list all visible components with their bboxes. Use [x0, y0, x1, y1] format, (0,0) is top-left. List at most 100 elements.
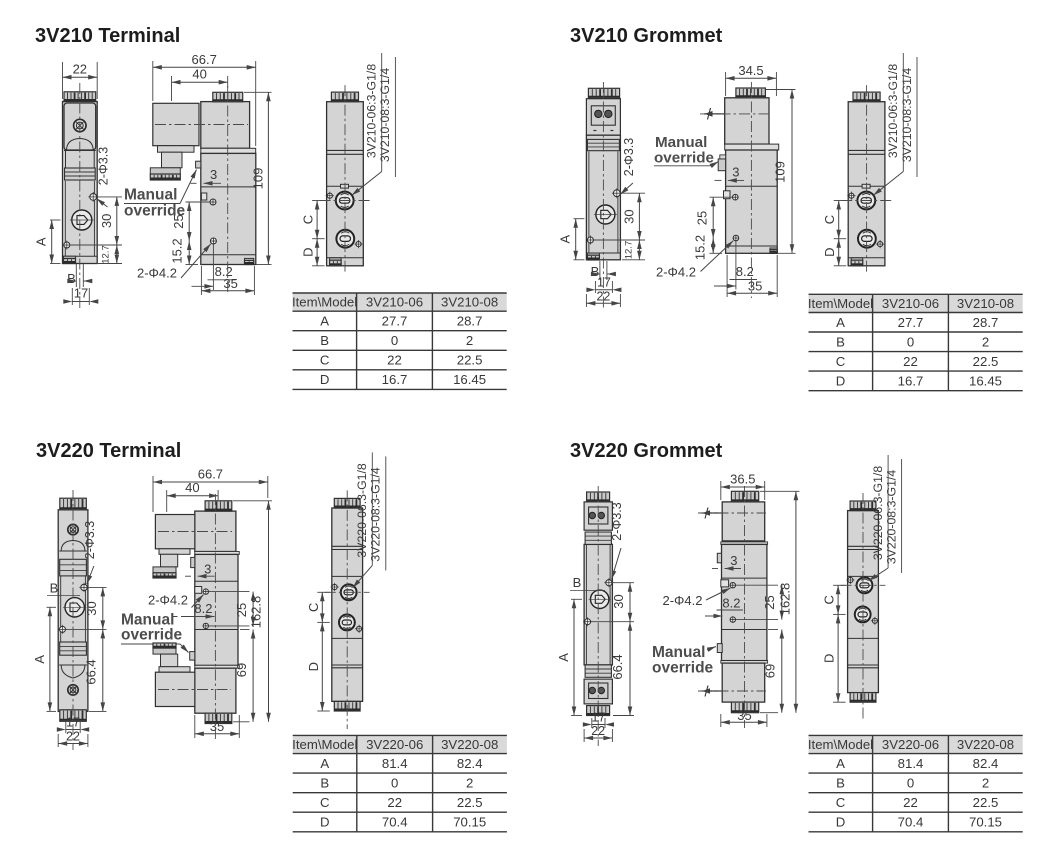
svg-text:B: B	[591, 264, 600, 279]
svg-text:30: 30	[621, 209, 636, 223]
svg-text:70.15: 70.15	[969, 815, 1002, 830]
svg-text:B: B	[573, 575, 582, 590]
svg-text:D: D	[836, 815, 846, 830]
svg-text:35: 35	[210, 719, 224, 734]
svg-text:0: 0	[391, 776, 398, 791]
svg-text:D: D	[301, 248, 316, 257]
svg-text:2-Φ3.3: 2-Φ3.3	[610, 502, 624, 541]
svg-text:81.4: 81.4	[382, 756, 408, 771]
svg-text:D: D	[822, 248, 837, 257]
svg-text:C: C	[306, 603, 321, 612]
svg-text:Manual: Manual	[121, 612, 174, 629]
svg-text:override: override	[652, 660, 714, 677]
svg-text:Item\Model: Item\Model	[292, 737, 357, 752]
svg-text:15.2: 15.2	[693, 235, 708, 260]
svg-text:3: 3	[732, 165, 739, 180]
svg-text:27.7: 27.7	[382, 314, 408, 329]
svg-text:22: 22	[73, 62, 87, 77]
svg-text:3V220-06: 3V220-06	[366, 737, 423, 752]
svg-text:3: 3	[210, 167, 217, 182]
svg-text:40: 40	[192, 67, 206, 82]
svg-text:34.5: 34.5	[738, 63, 763, 78]
svg-text:30: 30	[99, 214, 114, 228]
svg-text:16.7: 16.7	[382, 372, 408, 387]
svg-text:16.45: 16.45	[453, 372, 486, 387]
svg-text:2: 2	[982, 334, 989, 349]
svg-text:A: A	[34, 237, 49, 246]
svg-text:A: A	[836, 315, 845, 330]
svg-text:3V210-08: 3V210-08	[441, 295, 498, 310]
svg-text:22.5: 22.5	[457, 353, 483, 368]
svg-text:Manual: Manual	[655, 134, 707, 151]
svg-text:3V220-06: 3V220-06	[882, 737, 939, 752]
svg-text:3V210-08:3-G1/4: 3V210-08:3-G1/4	[378, 68, 392, 163]
svg-text:66.4: 66.4	[610, 654, 625, 679]
svg-text:16.45: 16.45	[969, 374, 1002, 389]
svg-text:8.2: 8.2	[215, 264, 233, 279]
svg-text:D: D	[320, 372, 330, 387]
svg-text:2-Φ3.3: 2-Φ3.3	[97, 147, 111, 186]
svg-text:35: 35	[748, 278, 762, 293]
svg-text:17: 17	[66, 716, 80, 730]
svg-text:25: 25	[762, 595, 777, 609]
svg-text:C: C	[822, 595, 837, 604]
svg-text:C: C	[320, 353, 330, 368]
svg-text:8.2: 8.2	[736, 264, 754, 279]
svg-text:C: C	[301, 215, 316, 224]
svg-text:3V220-06:3-G1/8: 3V220-06:3-G1/8	[355, 463, 369, 558]
svg-text:A: A	[556, 653, 571, 662]
svg-text:36.5: 36.5	[730, 472, 755, 487]
svg-text:A: A	[320, 314, 329, 329]
svg-text:17: 17	[591, 711, 605, 725]
svg-text:66.4: 66.4	[84, 659, 99, 684]
svg-text:22.5: 22.5	[973, 354, 999, 369]
svg-text:28.7: 28.7	[457, 314, 483, 329]
svg-text:40: 40	[185, 480, 199, 495]
svg-text:D: D	[320, 815, 330, 830]
svg-text:override: override	[654, 150, 714, 167]
svg-text:D: D	[822, 654, 837, 663]
svg-text:A: A	[320, 756, 329, 771]
svg-text:2-Φ3.3: 2-Φ3.3	[622, 138, 636, 177]
svg-text:3V220-06:3-G1/8: 3V220-06:3-G1/8	[871, 466, 885, 561]
svg-text:A: A	[558, 235, 573, 244]
svg-text:Item\Model: Item\Model	[292, 295, 357, 310]
svg-text:3V210-06: 3V210-06	[882, 296, 939, 311]
svg-text:69: 69	[234, 663, 249, 677]
svg-text:2-Φ4.2: 2-Φ4.2	[137, 266, 177, 281]
svg-text:C: C	[822, 215, 837, 224]
svg-text:109: 109	[773, 161, 788, 183]
svg-text:8.2: 8.2	[194, 601, 212, 616]
svg-text:B: B	[836, 776, 845, 791]
svg-text:3V210-06:3-G1/8: 3V210-06:3-G1/8	[886, 64, 900, 159]
svg-text:2: 2	[466, 333, 473, 348]
svg-text:0: 0	[907, 776, 914, 791]
svg-text:22: 22	[903, 354, 918, 369]
svg-text:B: B	[320, 776, 329, 791]
svg-text:30: 30	[611, 594, 626, 608]
svg-text:22.5: 22.5	[973, 795, 999, 810]
svg-text:2: 2	[466, 776, 473, 791]
svg-text:22: 22	[387, 795, 402, 810]
svg-text:22: 22	[66, 730, 80, 744]
svg-text:Item\Model: Item\Model	[808, 737, 873, 752]
svg-text:D: D	[306, 662, 321, 671]
svg-text:B: B	[836, 334, 845, 349]
svg-text:2-Φ3.3: 2-Φ3.3	[83, 521, 97, 560]
svg-text:17: 17	[597, 276, 611, 290]
svg-text:70.4: 70.4	[898, 815, 924, 830]
svg-text:70.4: 70.4	[382, 815, 408, 830]
svg-text:3V210-06: 3V210-06	[366, 295, 423, 310]
svg-text:3: 3	[730, 553, 737, 568]
svg-text:3V210-08: 3V210-08	[957, 296, 1014, 311]
svg-text:Manual: Manual	[652, 644, 705, 661]
svg-text:35: 35	[223, 276, 237, 291]
svg-text:C: C	[836, 354, 846, 369]
svg-text:27.7: 27.7	[898, 315, 924, 330]
svg-text:66.7: 66.7	[192, 52, 217, 67]
svg-text:16.7: 16.7	[898, 374, 924, 389]
svg-text:30: 30	[84, 601, 99, 615]
svg-text:B: B	[50, 581, 59, 596]
svg-text:2-Φ4.2: 2-Φ4.2	[662, 593, 702, 608]
svg-text:0: 0	[907, 334, 914, 349]
